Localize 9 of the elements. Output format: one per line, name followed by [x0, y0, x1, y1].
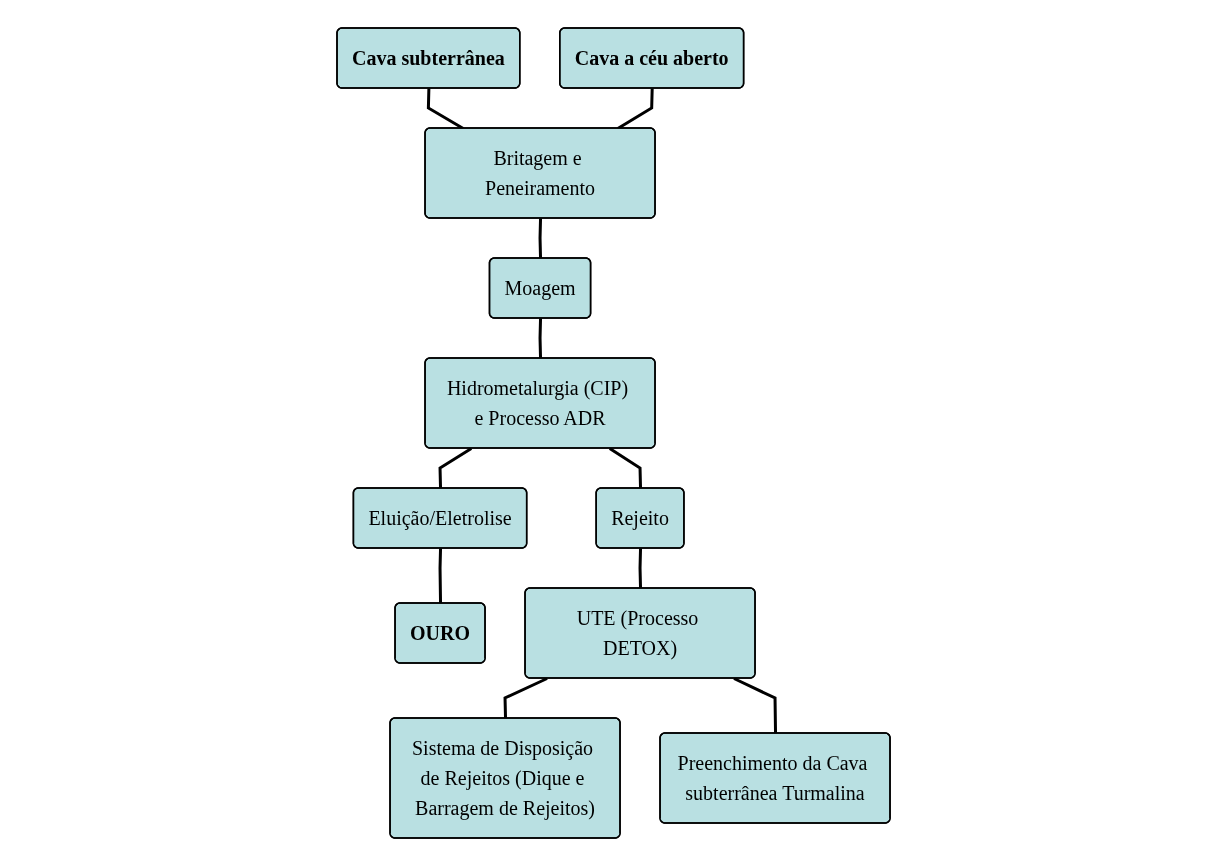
- connector: [439, 447, 473, 489]
- connector: [609, 447, 643, 489]
- connector: [539, 318, 543, 359]
- connector: [504, 677, 549, 719]
- connector: [539, 218, 543, 259]
- connector: [617, 88, 655, 130]
- connector: [427, 88, 465, 130]
- connector: [439, 548, 443, 604]
- connector: [639, 548, 643, 589]
